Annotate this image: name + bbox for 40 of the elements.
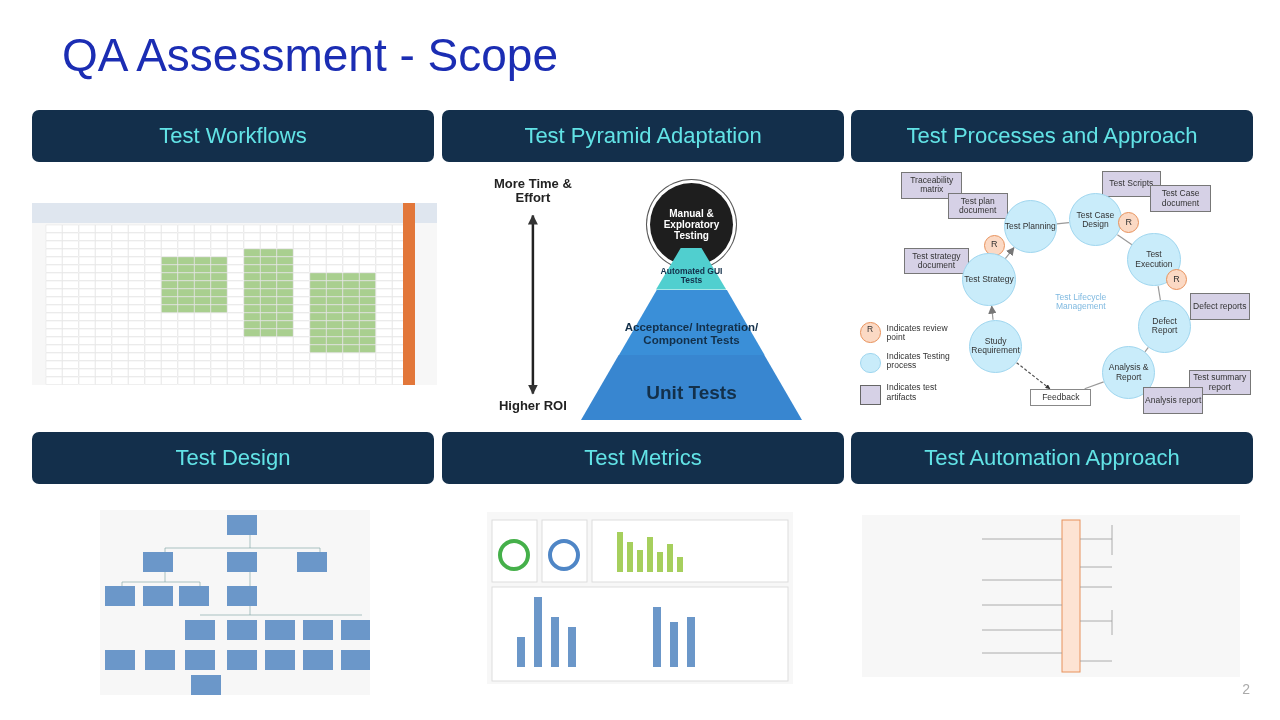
process-circle: Test Planning (1003, 199, 1057, 254)
connector-line (1157, 285, 1161, 301)
process-circle: Defect Report (1137, 299, 1192, 353)
legend-text: Indicates review point (886, 323, 949, 344)
artifact-box: Test Case document (1149, 185, 1212, 212)
review-circle: R (1118, 211, 1140, 234)
feedback-box: Feedback (1030, 388, 1092, 407)
slide-title: QA Assessment - Scope (62, 28, 558, 82)
legend-text: Indicates Testing process (886, 351, 951, 372)
legend-sample-text: R (865, 324, 875, 335)
connector-line (1084, 381, 1105, 390)
diagram-caption: Test Lifecycle Management (1054, 293, 1108, 312)
section-header-bar: Test Workflows (32, 110, 434, 162)
axis-label: Higher ROI (497, 398, 568, 414)
legend-text: Indicates test artifacts (886, 383, 938, 403)
review-circle: R (983, 234, 1005, 256)
section-header-bar: Test Pyramid Adaptation (442, 110, 844, 162)
dashed-arrow (1016, 362, 1051, 390)
artifact-box: Defect reports (1189, 293, 1250, 320)
artifact-box: Traceability matrix (901, 172, 963, 199)
process-circle: Test Strategy (962, 253, 1016, 307)
connector-line (1116, 234, 1133, 246)
arrow (988, 305, 997, 321)
section-header-bar: Test Automation Approach (851, 432, 1253, 484)
connector-line (1144, 346, 1149, 353)
section-header-bar: Test Processes and Approach (851, 110, 1253, 162)
section-header-bar: Test Design (32, 432, 434, 484)
connector-line (1056, 221, 1070, 225)
artifact-box: Analysis report (1143, 387, 1204, 415)
pyramid-layer: Unit Tests (581, 354, 802, 420)
process-circle: Study Requirement (969, 319, 1023, 373)
artifact-box: Test strategy document (903, 247, 970, 275)
arrow (1004, 246, 1015, 260)
section-header-bar: Test Metrics (442, 432, 844, 484)
artifact-box: Test plan document (947, 193, 1008, 219)
page-number: 2 (1241, 682, 1250, 698)
artifact-box: Test Scripts (1102, 170, 1161, 198)
axis-label: More Time & Effort (493, 176, 573, 206)
artifact-box: Test summary report (1188, 370, 1251, 396)
process-circle: Test Case Design (1068, 193, 1122, 247)
